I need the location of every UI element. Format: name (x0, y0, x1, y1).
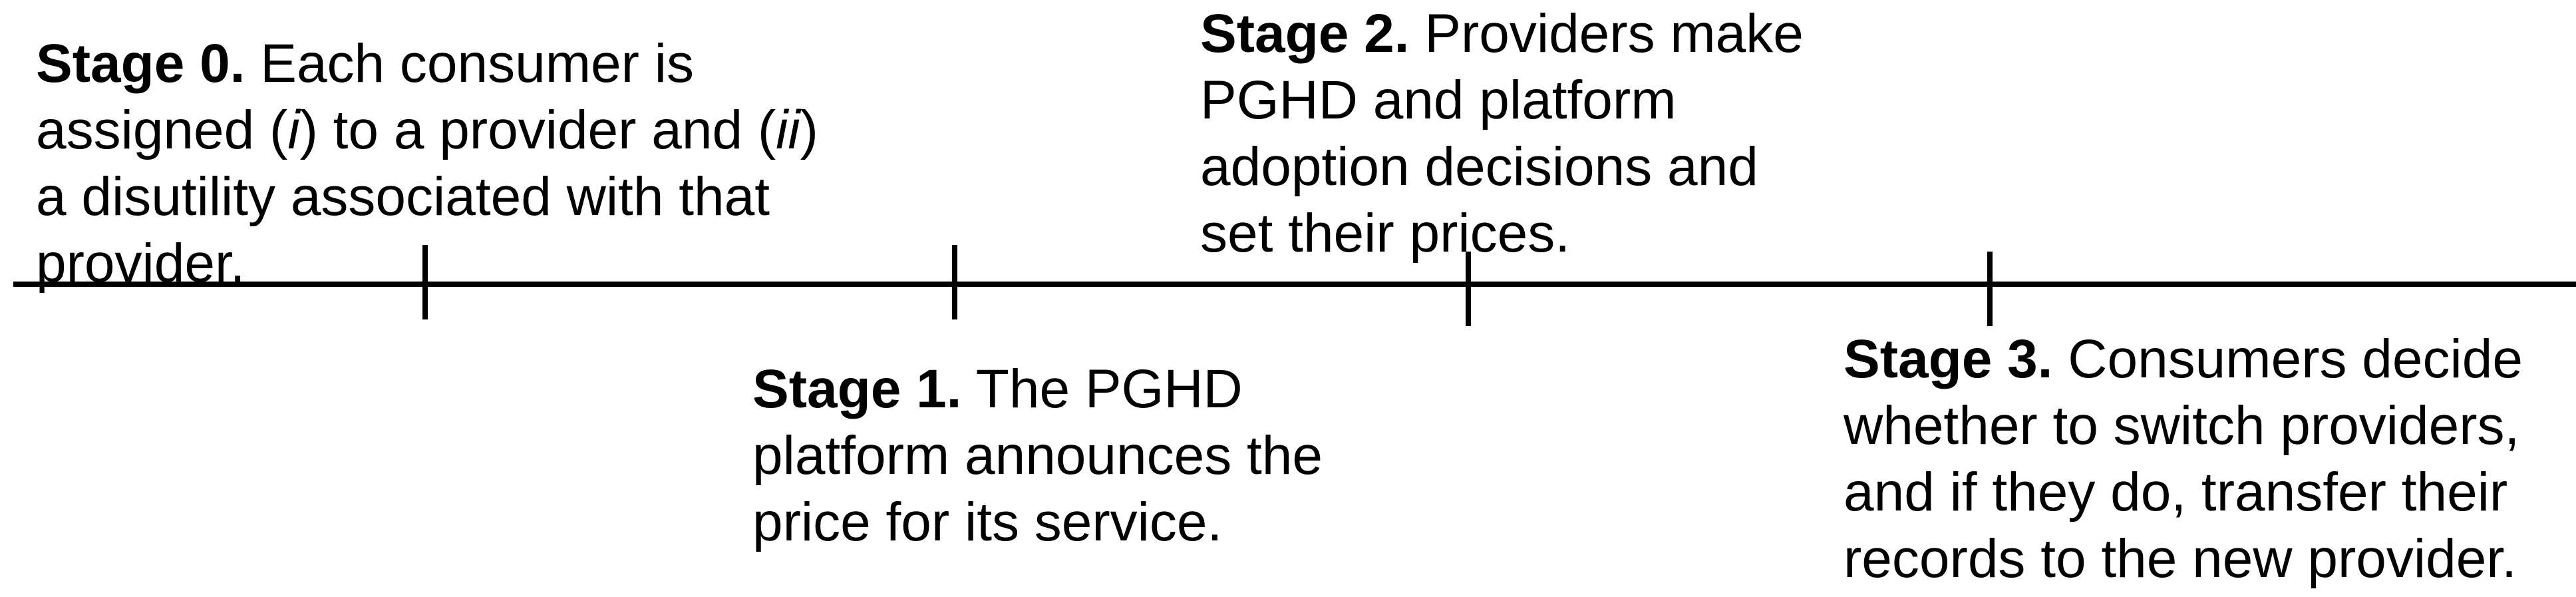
stage1-text-segment: price for its service. (752, 492, 1223, 552)
stage2-label: Stage 2. (1200, 3, 1410, 64)
stage2-text-segment: set their prices. (1200, 203, 1570, 264)
stage0-text-segment: ii (776, 100, 800, 160)
stage0-text-segment: i (287, 100, 300, 160)
stage1-line: Stage 1. The PGHD (752, 356, 1323, 423)
stage0-text-segment: assigned ( (36, 100, 288, 160)
stage3-line: Stage 3. Consumers decide (1844, 326, 2523, 393)
stage2-line: PGHD and platform (1200, 67, 1804, 134)
stage0-label: Stage 0. (36, 33, 245, 94)
stage3-line: and if they do, transfer their (1844, 459, 2523, 526)
stage3-text-segment: whether to switch providers, (1844, 395, 2520, 456)
stage0-text-segment: a disutility associated with that (36, 166, 770, 227)
stage0-line: Stage 0. Each consumer is (36, 31, 818, 97)
stage3-line: records to the new provider. (1844, 526, 2523, 592)
stage0-text-segment: Each consumer is (245, 33, 694, 94)
stage2-text-segment: adoption decisions and (1200, 136, 1758, 197)
stage3-text-segment: Consumers decide (2052, 329, 2523, 389)
stage0-line: a disutility associated with that (36, 164, 818, 230)
stage0-text-segment: provider. (36, 233, 245, 294)
stage1-line: price for its service. (752, 489, 1323, 556)
stage0-line: assigned (i) to a provider and (ii) (36, 97, 818, 164)
stage2-line: adoption decisions and (1200, 134, 1804, 200)
stage2-text-segment: Providers make (1409, 3, 1804, 64)
stage0-line: provider. (36, 230, 818, 297)
stage1-label: Stage 1. (752, 359, 962, 419)
stage1-text-segment: platform announces the (752, 425, 1323, 486)
stage1-text-segment: The PGHD (961, 359, 1243, 419)
stage3-line: whether to switch providers, (1844, 393, 2523, 459)
stage1-line: platform announces the (752, 423, 1323, 489)
stage3-text-segment: and if they do, transfer their (1844, 462, 2508, 522)
stage0-text-segment: ) (800, 100, 818, 160)
stage2-line: set their prices. (1200, 200, 1804, 267)
stage2-text-segment: PGHD and platform (1200, 70, 1677, 130)
stage0-text-segment: ) to a provider and ( (299, 100, 776, 160)
stage3-text-segment: records to the new provider. (1844, 528, 2517, 589)
stage2-line: Stage 2. Providers make (1200, 1, 1804, 67)
stage3-label: Stage 3. (1844, 329, 2053, 389)
